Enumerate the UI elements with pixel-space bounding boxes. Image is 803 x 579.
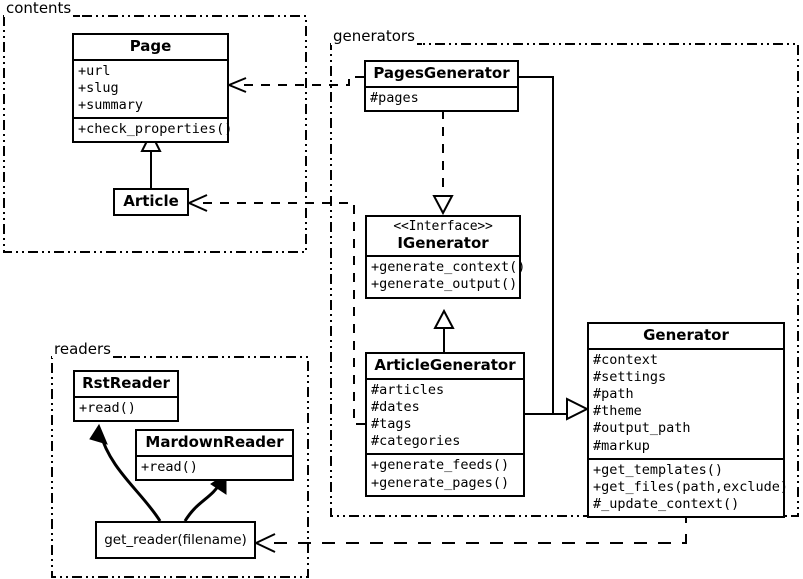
class-name-igenerator: <<Interface>> IGenerator	[367, 217, 519, 255]
class-operations-igenerator: +generate_context() +generate_output()	[367, 255, 526, 296]
class-name-mardownreader: MardownReader	[145, 433, 284, 451]
class-box-igenerator[interactable]: <<Interface>> IGenerator +generate_conte…	[365, 215, 526, 299]
attribute-row: #articles	[371, 381, 445, 398]
class-box-pagesgenerator[interactable]: PagesGenerator #pages	[364, 60, 519, 112]
operation-row: +generate_output()	[371, 276, 518, 293]
class-name-rstreader: RstReader	[82, 374, 170, 392]
class-box-articlegenerator[interactable]: ArticleGenerator #articles #dates #tags …	[365, 352, 525, 497]
attribute-row: #markup	[593, 437, 650, 454]
attribute-row: #categories	[371, 433, 461, 450]
attribute-row: +summary	[78, 97, 144, 114]
attribute-row: #settings	[593, 368, 667, 385]
operation-row: +generate_feeds()	[371, 457, 510, 474]
attribute-row: +url	[78, 62, 111, 79]
operation-row: +get_files(path,exclude)	[593, 478, 789, 495]
operation-row: #_update_context()	[593, 495, 740, 512]
operation-row: +read()	[79, 399, 136, 416]
class-stereotype-igenerator: <<Interface>>	[393, 219, 493, 234]
class-box-rstreader[interactable]: RstReader +read()	[73, 370, 179, 422]
package-label-generators: generators	[331, 27, 417, 45]
package-label-contents: contents	[4, 0, 74, 17]
attribute-row: #dates	[371, 398, 420, 415]
relation-pagesgenerator-realizes-igenerator	[432, 110, 454, 216]
class-attributes-pagesgenerator: #pages	[366, 85, 517, 110]
relation-getreader-creates-mardownreader	[183, 473, 227, 522]
class-name-article: Article	[123, 192, 179, 210]
class-box-generator[interactable]: Generator #context #settings #path #them…	[587, 322, 789, 519]
class-box-page[interactable]: Page +url +slug +summary +check_properti…	[72, 33, 233, 144]
class-name-generator: Generator	[643, 326, 729, 344]
attribute-row: #theme	[593, 403, 642, 420]
operation-row: +generate_pages()	[371, 474, 510, 491]
class-name-pagesgenerator: PagesGenerator	[373, 64, 510, 82]
attribute-row: +slug	[78, 79, 119, 96]
operation-row: +get_templates()	[593, 461, 724, 478]
package-label-readers: readers	[52, 340, 113, 358]
class-name-text-igenerator: IGenerator	[397, 233, 489, 252]
class-operations-articlegenerator: +generate_feeds() +generate_pages()	[367, 453, 523, 494]
operation-row: +check_properties()	[78, 121, 233, 138]
class-box-mardownreader[interactable]: MardownReader +read()	[135, 429, 294, 481]
function-box-get-reader[interactable]: get_reader(filename)	[95, 521, 256, 559]
class-operations-generator: +get_templates() +get_files(path,exclude…	[589, 457, 789, 516]
attribute-row: #pages	[370, 89, 419, 106]
class-attributes-generator: #context #settings #path #theme #output_…	[589, 347, 783, 458]
class-name-articlegenerator: ArticleGenerator	[374, 356, 516, 374]
attribute-row: #output_path	[593, 420, 691, 437]
class-operations-rstreader: +read()	[75, 395, 177, 420]
relation-articlegenerator-uses-article	[188, 194, 365, 425]
relation-pagesgenerator-uses-page	[228, 76, 364, 93]
class-operations-mardownreader: +read()	[137, 454, 292, 479]
class-name-page: Page	[129, 37, 172, 55]
class-attributes-page: +url +slug +summary	[74, 58, 227, 117]
attribute-row: #path	[593, 386, 634, 403]
relation-articlegenerator-inherits-igenerator	[433, 308, 455, 352]
operation-row: +generate_context()	[371, 259, 526, 276]
relation-generators-inherit-generator	[519, 76, 590, 421]
class-box-article[interactable]: Article	[113, 188, 189, 216]
attribute-row: #context	[593, 351, 659, 368]
operation-row: +read()	[141, 458, 198, 475]
function-box-label: get_reader(filename)	[104, 532, 247, 548]
class-attributes-articlegenerator: #articles #dates #tags #categories	[367, 377, 523, 454]
class-operations-page: +check_properties()	[74, 117, 233, 141]
attribute-row: #tags	[371, 416, 412, 433]
